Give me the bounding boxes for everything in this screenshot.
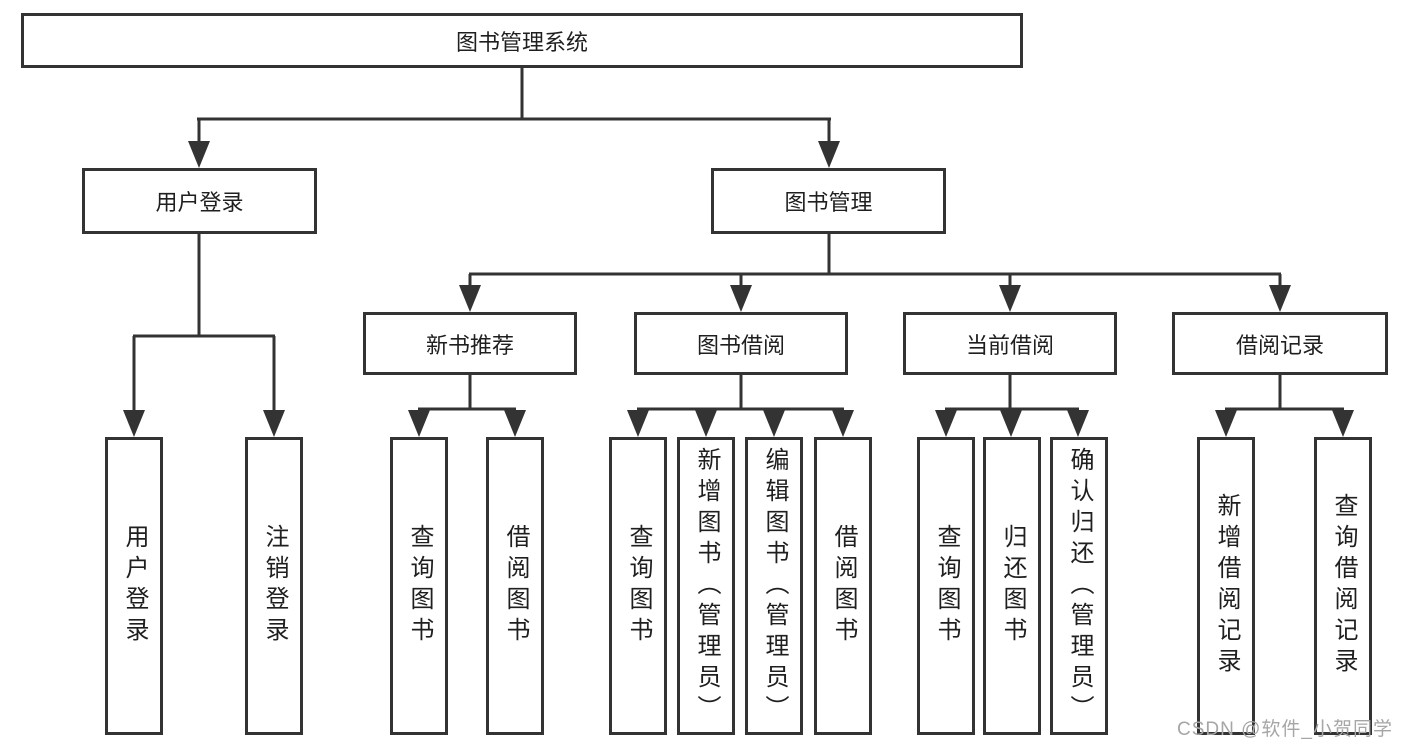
- node-root-system: 图书管理系统: [21, 13, 1023, 68]
- csdn-watermark: CSDN @软件_小贺同学: [1177, 719, 1393, 740]
- leaf-label: 借阅图书: [830, 524, 857, 648]
- leaf-label: 查询图书: [933, 524, 960, 648]
- leaf-label: 新增图书（管理员）: [693, 446, 720, 726]
- leaf-query-books-borrowing: 查询图书: [609, 437, 667, 735]
- leaf-label: 编辑图书（管理员）: [761, 446, 788, 726]
- leaf-label: 查询借阅记录: [1330, 493, 1357, 679]
- leaf-label: 新增借阅记录: [1213, 493, 1240, 679]
- leaf-add-books-admin: 新增图书（管理员）: [677, 437, 735, 735]
- leaf-confirm-return-admin: 确认归还（管理员）: [1050, 437, 1108, 735]
- node-user-login: 用户登录: [82, 168, 317, 234]
- arrowheads: [123, 141, 1354, 437]
- leaf-label: 归还图书: [999, 524, 1026, 648]
- leaf-label: 查询图书: [625, 524, 652, 648]
- leaf-user-login: 用户登录: [105, 437, 163, 735]
- leaf-label: 查询图书: [406, 524, 433, 648]
- leaf-query-books-newbooks: 查询图书: [390, 437, 448, 735]
- leaf-edit-books-admin: 编辑图书（管理员）: [745, 437, 803, 735]
- leaf-add-borrow-record: 新增借阅记录: [1197, 437, 1255, 735]
- node-current-borrowing: 当前借阅: [903, 312, 1117, 375]
- node-book-borrowing: 图书借阅: [634, 312, 848, 375]
- leaf-query-books-current: 查询图书: [917, 437, 975, 735]
- leaf-query-borrow-record: 查询借阅记录: [1314, 437, 1372, 735]
- leaf-borrow-books-borrowing: 借阅图书: [814, 437, 872, 735]
- leaf-label: 确认归还（管理员）: [1066, 446, 1093, 726]
- leaf-logout: 注销登录: [245, 437, 303, 735]
- leaf-label: 借阅图书: [502, 524, 529, 648]
- leaf-label: 用户登录: [121, 524, 148, 648]
- node-book-management: 图书管理: [711, 168, 946, 234]
- leaf-return-books: 归还图书: [983, 437, 1041, 735]
- leaf-borrow-books-newbooks: 借阅图书: [486, 437, 544, 735]
- node-borrow-records: 借阅记录: [1172, 312, 1388, 375]
- leaf-label: 注销登录: [261, 524, 288, 648]
- node-new-book-recommend: 新书推荐: [363, 312, 577, 375]
